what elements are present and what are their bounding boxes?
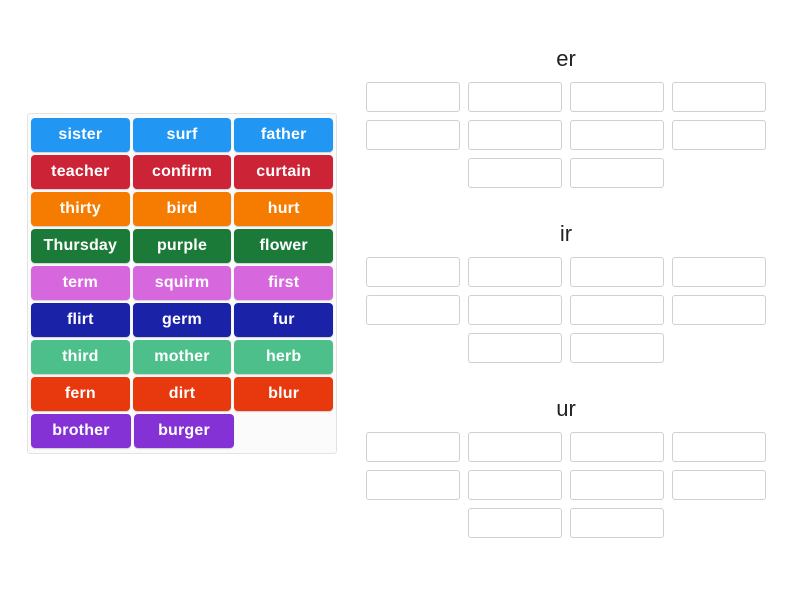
word-tile[interactable]: third	[31, 340, 130, 374]
word-tile[interactable]: surf	[132, 118, 232, 152]
drop-slot-ur[interactable]	[468, 508, 562, 538]
slot-row	[366, 470, 766, 500]
drop-slot-er[interactable]	[366, 120, 460, 150]
group-slots-ur	[366, 432, 766, 538]
word-tile[interactable]: germ	[132, 303, 232, 337]
drop-slot-ir[interactable]	[570, 333, 664, 363]
drop-slot-ir[interactable]	[672, 295, 766, 325]
word-tile[interactable]: teacher	[31, 155, 130, 189]
drop-slot-ir[interactable]	[468, 257, 562, 287]
word-tile[interactable]: thirty	[31, 192, 130, 226]
drop-slot-er[interactable]	[468, 82, 562, 112]
word-tile[interactable]: flirt	[31, 303, 130, 337]
drop-group-ir: ir	[366, 221, 766, 371]
word-tile[interactable]: Thursday	[31, 229, 130, 263]
drop-slot-ur[interactable]	[570, 508, 664, 538]
slot-row	[366, 82, 766, 112]
drop-slot-er[interactable]	[672, 82, 766, 112]
word-tile[interactable]: term	[31, 266, 130, 300]
word-tile[interactable]: curtain	[234, 155, 334, 189]
slot-row	[366, 295, 766, 325]
drop-slot-ir[interactable]	[570, 295, 664, 325]
drop-slot-ur[interactable]	[468, 432, 562, 462]
drop-slot-ir[interactable]	[672, 257, 766, 287]
drop-slot-er[interactable]	[366, 82, 460, 112]
drop-slot-ur[interactable]	[366, 470, 460, 500]
drop-group-ur: ur	[366, 396, 766, 546]
word-tile[interactable]: hurt	[234, 192, 334, 226]
word-tile[interactable]: bird	[132, 192, 232, 226]
drop-slot-er[interactable]	[672, 120, 766, 150]
group-slots-er	[366, 82, 766, 188]
drop-slot-ir[interactable]	[570, 257, 664, 287]
word-tile[interactable]: dirt	[132, 377, 232, 411]
drop-slot-er[interactable]	[570, 158, 664, 188]
word-tile[interactable]: squirm	[132, 266, 232, 300]
word-tile[interactable]: purple	[132, 229, 232, 263]
drop-slot-ir[interactable]	[468, 295, 562, 325]
drop-slot-er[interactable]	[468, 158, 562, 188]
slot-row	[366, 432, 766, 462]
word-tile[interactable]: mother	[132, 340, 232, 374]
word-tile[interactable]: blur	[234, 377, 334, 411]
slot-row	[366, 508, 766, 538]
drop-slot-er[interactable]	[570, 120, 664, 150]
word-tile[interactable]: confirm	[132, 155, 232, 189]
drop-slot-ur[interactable]	[366, 432, 460, 462]
group-title-er: er	[556, 46, 576, 71]
slot-row	[366, 120, 766, 150]
word-tile[interactable]: first	[234, 266, 334, 300]
drop-group-er: er	[366, 46, 766, 196]
drop-slot-ur[interactable]	[672, 470, 766, 500]
word-tile[interactable]: fur	[234, 303, 334, 337]
word-tile[interactable]: fern	[31, 377, 130, 411]
word-tile[interactable]: brother	[31, 414, 131, 448]
word-tile[interactable]: flower	[234, 229, 334, 263]
drop-slot-er[interactable]	[468, 120, 562, 150]
word-tile[interactable]: herb	[234, 340, 334, 374]
slot-row	[366, 333, 766, 363]
word-tile[interactable]: burger	[134, 414, 234, 448]
slot-row	[366, 158, 766, 188]
drop-slot-ur[interactable]	[570, 470, 664, 500]
word-tile[interactable]: sister	[31, 118, 130, 152]
drop-slot-er[interactable]	[570, 82, 664, 112]
drop-slot-ur[interactable]	[672, 432, 766, 462]
drop-slot-ur[interactable]	[570, 432, 664, 462]
drop-slot-ir[interactable]	[366, 257, 460, 287]
group-title-ur: ur	[556, 396, 576, 421]
word-tile[interactable]: father	[234, 118, 334, 152]
group-title-ir: ir	[559, 221, 573, 246]
drop-slot-ir[interactable]	[468, 333, 562, 363]
slot-row	[366, 257, 766, 287]
drop-slot-ur[interactable]	[468, 470, 562, 500]
group-slots-ir	[366, 257, 766, 363]
drop-slot-ir[interactable]	[366, 295, 460, 325]
